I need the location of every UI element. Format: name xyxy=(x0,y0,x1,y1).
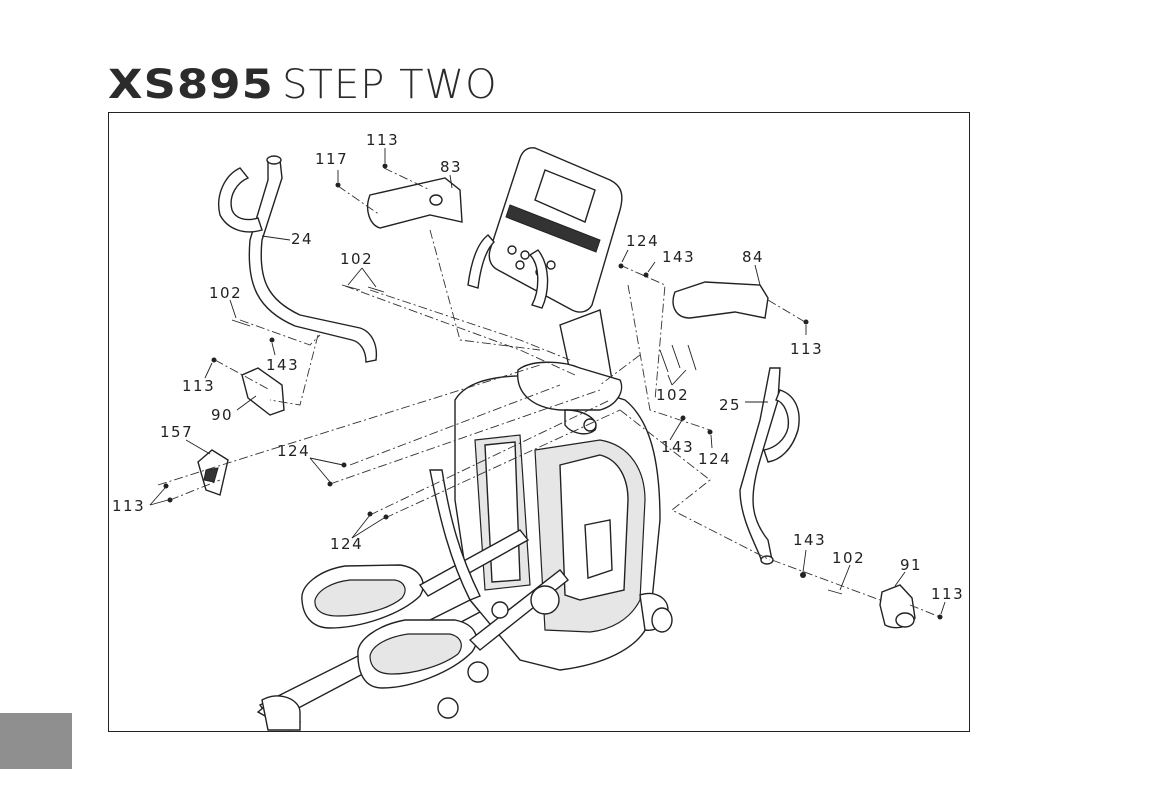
label-113-c: 113 xyxy=(112,497,145,515)
cover-83 xyxy=(368,178,462,228)
label-124-a: 124 xyxy=(277,442,310,460)
label-143-c: 143 xyxy=(661,438,694,456)
label-143-b: 143 xyxy=(662,248,695,266)
label-102-d: 102 xyxy=(832,549,865,567)
label-25: 25 xyxy=(719,396,741,414)
label-102-c: 102 xyxy=(656,386,689,404)
page-tab-marker xyxy=(0,713,72,769)
label-84: 84 xyxy=(742,248,764,266)
label-124-c: 124 xyxy=(626,232,659,250)
label-102-a: 102 xyxy=(340,250,373,268)
label-113-e: 113 xyxy=(931,585,964,603)
label-113-d: 113 xyxy=(790,340,823,358)
label-143-a: 143 xyxy=(266,356,299,374)
label-143-d: 143 xyxy=(793,531,826,549)
label-83: 83 xyxy=(440,158,462,176)
cap-157 xyxy=(198,450,228,495)
label-117: 117 xyxy=(315,150,348,168)
label-113-b: 113 xyxy=(182,377,215,395)
label-24: 24 xyxy=(291,230,313,248)
machine-body xyxy=(258,376,672,730)
cover-84 xyxy=(673,282,768,318)
label-124-b: 124 xyxy=(330,535,363,553)
label-124-d: 124 xyxy=(698,450,731,468)
label-102-b: 102 xyxy=(209,284,242,302)
cap-90 xyxy=(242,368,284,415)
arm-25 xyxy=(740,368,799,564)
label-91: 91 xyxy=(900,556,922,574)
label-113-top: 113 xyxy=(366,131,399,149)
label-157: 157 xyxy=(160,423,193,441)
label-90: 90 xyxy=(211,406,233,424)
cap-91 xyxy=(880,585,915,628)
